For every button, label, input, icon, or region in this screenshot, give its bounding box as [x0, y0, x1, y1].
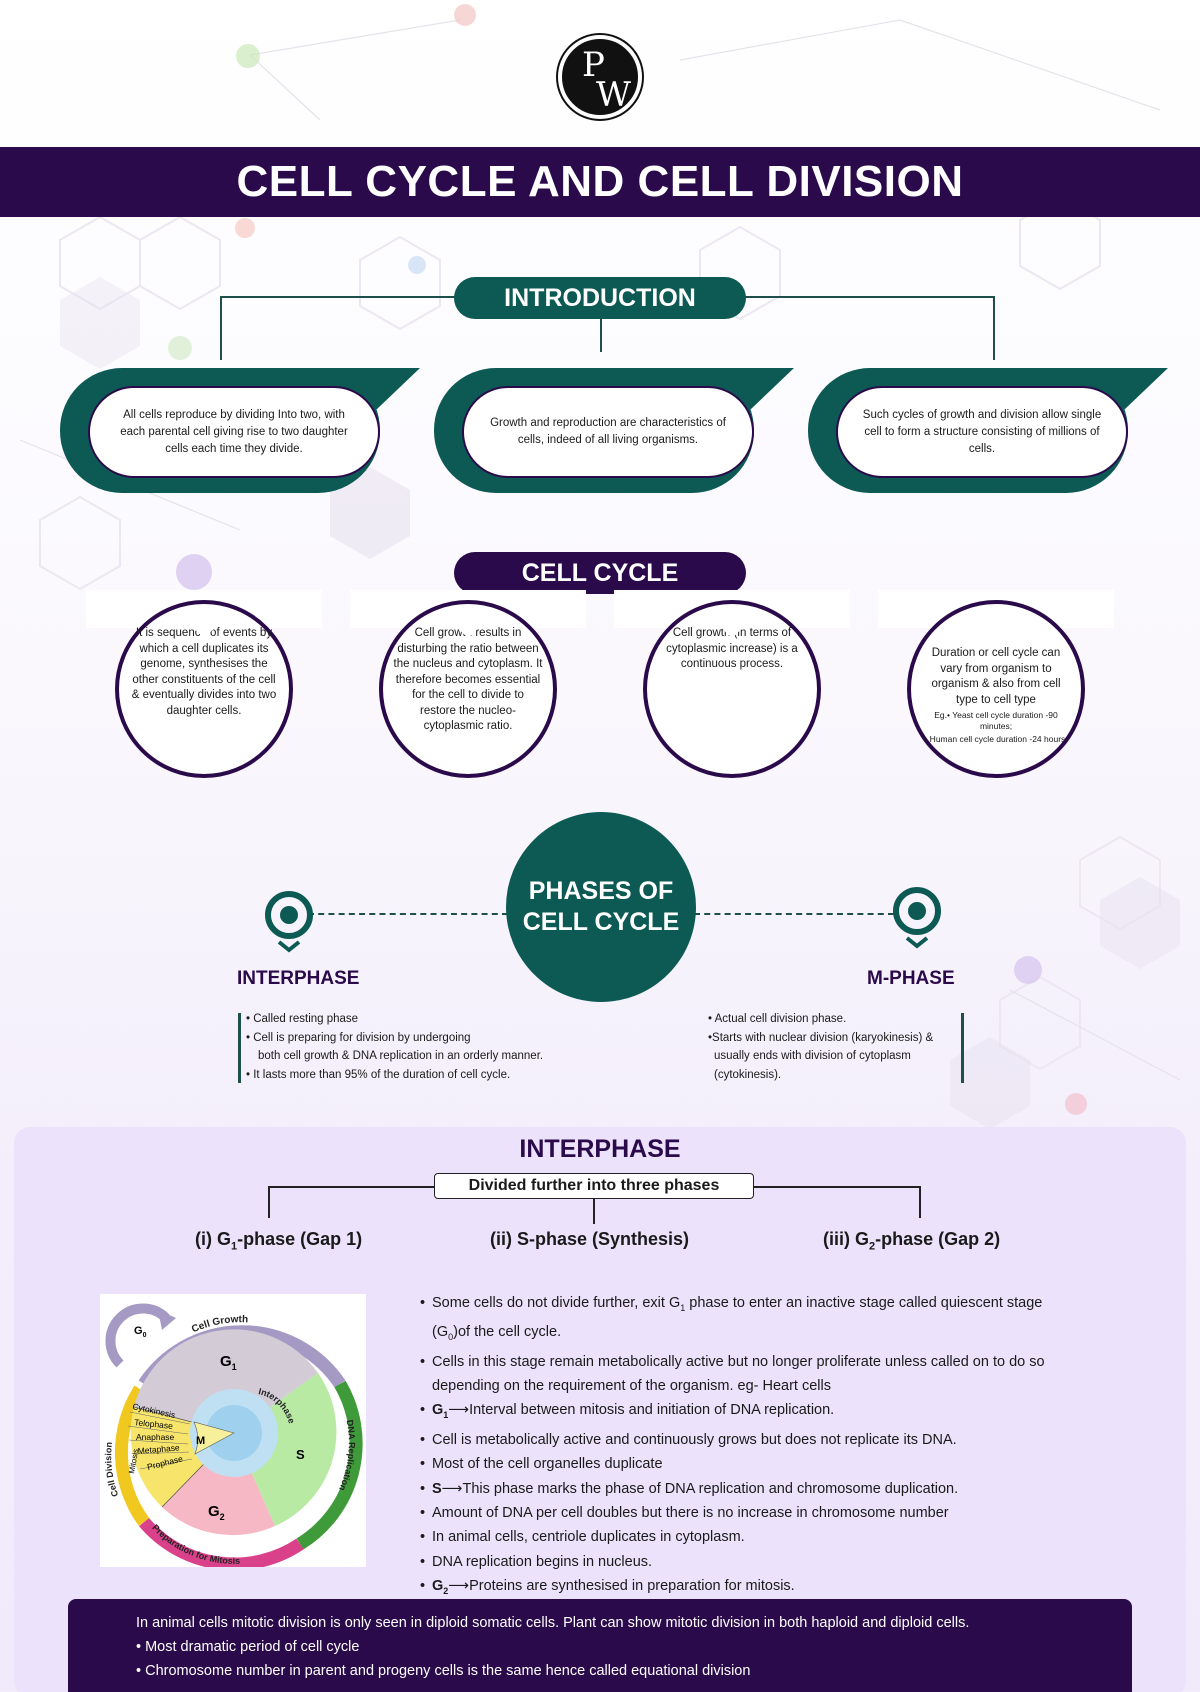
g1-label: G1	[220, 1353, 237, 1372]
mphase-bullet: •Starts with nuclear division (karyokine…	[708, 1031, 934, 1044]
note-item-continued: depending on the requirement of the orga…	[432, 1378, 831, 1394]
g2-label: G2	[208, 1503, 225, 1522]
mitosis-summary-box: In animal cells mitotic division is only…	[68, 1599, 1132, 1692]
dashed-connector-right	[694, 913, 894, 915]
phases-connector-right	[919, 1186, 921, 1218]
mphase-bullet: usually ends with division of cytoplasm	[714, 1050, 911, 1062]
interphase-bullet: • Called resting phase	[246, 1013, 359, 1025]
interphase-bullet: both cell growth & DNA replication in an…	[258, 1050, 544, 1062]
interphase-title: INTERPHASE	[237, 968, 360, 989]
cell-cycle-circle-text: Cell growth results in disturbing the ra…	[393, 627, 543, 732]
phases-heading-line1: PHASES OF	[528, 877, 674, 905]
mphase-bullets: • Actual cell division phase. •Starts wi…	[708, 1010, 933, 1084]
g1-phase-label: (i) G1-phase (Gap 1)	[195, 1229, 363, 1253]
cell-cycle-circle-text: Duration or cell cycle can vary from org…	[931, 647, 1061, 706]
g2-phase-label: (iii) G2-phase (Gap 2)	[823, 1229, 1001, 1253]
g0-label: G0	[134, 1325, 147, 1339]
logo-letter-p: P	[582, 45, 605, 85]
intro-card-text: All cells reproduce by dividing Into two…	[88, 386, 380, 478]
mphase-bar	[961, 1013, 964, 1083]
intro-card-text: Such cycles of growth and division allow…	[836, 386, 1128, 478]
note-item: Most of the cell organelles duplicate	[420, 1452, 1140, 1477]
logo-letter-w: W	[596, 75, 631, 115]
intro-connector-left	[220, 296, 222, 360]
mitosis-summary-line: • Most dramatic period of cell cycle	[136, 1639, 360, 1655]
introduction-heading: INTRODUCTION	[454, 277, 746, 319]
note-item: Amount of DNA per cell doubles but there…	[420, 1501, 1140, 1526]
note-item: Cells in this stage remain metabolically…	[420, 1350, 1140, 1375]
location-pin-icon	[265, 891, 313, 953]
intro-card-text: Growth and reproduction are characterist…	[462, 386, 754, 478]
telophase-label: Telophase	[134, 1417, 174, 1431]
mphase-bullet: (cytokinesis).	[714, 1068, 782, 1081]
pw-logo: P W	[558, 35, 642, 119]
phases-connector-left	[268, 1186, 270, 1218]
m-label: M	[196, 1435, 205, 1447]
mphase-title: M-PHASE	[867, 968, 955, 989]
mitosis-summary-line: • Chromosome number in parent and progen…	[136, 1663, 751, 1679]
phases-heading-line2: CELL CYCLE	[522, 908, 680, 936]
intro-card-2: Growth and reproduction are characterist…	[434, 368, 794, 493]
note-item-continued: (G0)of the cell cycle.	[432, 1324, 562, 1343]
cell-cycle-note-yeast: Eg.• Yeast cell cycle duration -90 minut…	[934, 710, 1058, 731]
mitosis-summary-line: In animal cells mitotic division is only…	[136, 1615, 970, 1631]
interphase-panel-title: INTERPHASE	[519, 1135, 681, 1163]
note-item: S⟶This phase marks the phase of DNA repl…	[420, 1477, 1140, 1502]
intro-card-1: All cells reproduce by dividing Into two…	[60, 368, 420, 493]
anaphase-label: Anaphase	[136, 1432, 175, 1442]
interphase-notes: Some cells do not divide further, exit G…	[420, 1291, 1140, 1603]
note-item: DNA replication begins in nucleus.	[420, 1550, 1140, 1575]
mitosis-label: Mitosis	[127, 1448, 140, 1474]
s-phase-label: (ii) S-phase (Synthesis)	[490, 1229, 690, 1249]
interphase-bullets: • Called resting phase • Cell is prepari…	[246, 1010, 543, 1084]
intro-connector-right	[993, 296, 995, 360]
cell-cycle-circle-text: It is sequence of events by which a cell…	[131, 627, 277, 717]
cell-cycle-note-human: • Human cell cycle duration -24 hours.	[924, 734, 1068, 744]
mphase-bullet: • Actual cell division phase.	[708, 1013, 847, 1025]
interphase-bullet: • It lasts more than 95% of the duration…	[246, 1068, 511, 1081]
dashed-connector-left	[308, 913, 508, 915]
interphase-bullet: • Cell is preparing for division by unde…	[246, 1031, 471, 1044]
metaphase-label: Metaphase	[137, 1442, 180, 1456]
cell-cycle-wheel: G0 Cell Growth G1 S G2 M Interphase DNA …	[103, 1303, 363, 1571]
phases-connector-middle	[593, 1199, 595, 1224]
s-label: S	[296, 1447, 305, 1462]
divided-further-box: Divided further into three phases	[434, 1173, 754, 1199]
cell-cycle-heading: CELL CYCLE	[454, 552, 746, 594]
title-bar: CELL CYCLE AND CELL DIVISION	[0, 147, 1200, 217]
note-item: Some cells do not divide further, exit G…	[420, 1291, 1140, 1320]
interphase-bar	[238, 1013, 241, 1083]
note-item: In animal cells, centriole duplicates in…	[420, 1525, 1140, 1550]
note-item: Cell is metabolically active and continu…	[420, 1428, 1140, 1453]
note-item: G1⟶Interval between mitosis and initiati…	[420, 1398, 1140, 1427]
phases-of-cell-cycle-circle: PHASES OF CELL CYCLE	[506, 812, 696, 1002]
note-item: G2⟶Proteins are synthesised in preparati…	[420, 1574, 1140, 1603]
page-title: CELL CYCLE AND CELL DIVISION	[236, 157, 964, 206]
intro-connector-middle	[600, 318, 602, 352]
intro-card-3: Such cycles of growth and division allow…	[808, 368, 1168, 493]
location-pin-icon	[893, 887, 941, 949]
cell-cycle-diagram: G0 Cell Growth G1 S G2 M Interphase DNA …	[100, 1294, 366, 1571]
